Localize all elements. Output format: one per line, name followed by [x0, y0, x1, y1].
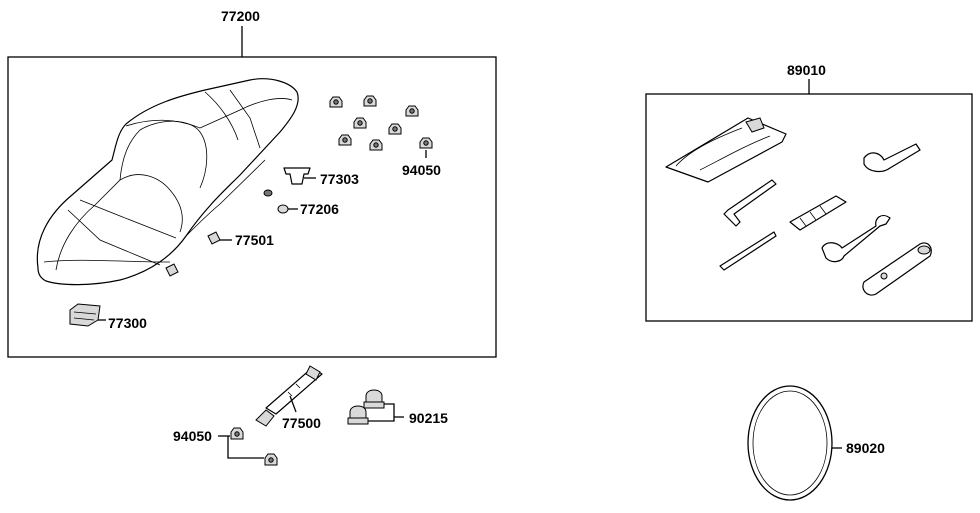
- bumper-77206: 77206: [263, 189, 339, 217]
- label-77200: 77200: [221, 8, 260, 24]
- hex-key: [723, 179, 777, 227]
- label-94050-top: 94050: [402, 162, 441, 178]
- seat-assembly-frame: [7, 56, 497, 358]
- box-spanner: [862, 242, 932, 296]
- label-77500: 77500: [282, 415, 321, 431]
- label-77206: 77206: [300, 201, 339, 217]
- hook-77501: 77501: [165, 231, 274, 277]
- hook-spanner: [863, 143, 921, 173]
- screwdriver: [789, 195, 847, 231]
- lock-bracket-77300: 77300: [69, 303, 147, 331]
- cap-nuts-90215: 90215: [347, 389, 448, 426]
- drive-belt-group: 89020: [747, 385, 885, 501]
- open-wrench: [821, 214, 891, 263]
- label-89010: 89010: [787, 62, 826, 78]
- label-94050-bottom: 94050: [173, 428, 212, 444]
- nut-cluster: 94050: [329, 95, 441, 178]
- label-77501: 77501: [235, 232, 274, 248]
- label-90215: 90215: [409, 410, 448, 426]
- screwdriver-bit: [719, 231, 777, 271]
- tool-kit-frame: [645, 93, 973, 322]
- bracket-77303: 77303: [283, 167, 359, 187]
- label-77300: 77300: [108, 315, 147, 331]
- nuts-94050-bottom: 94050: [173, 427, 278, 466]
- tool-kit-group: 89010: [645, 62, 973, 322]
- label-77303: 77303: [320, 171, 359, 187]
- cable-77500-group: 77500: [255, 365, 323, 431]
- seat-drawing: [36, 78, 299, 286]
- label-89020: 89020: [846, 440, 885, 456]
- tool-bag: [665, 117, 787, 183]
- drive-belt: [747, 385, 833, 501]
- seat-assembly-group: 77200 94050: [7, 8, 497, 358]
